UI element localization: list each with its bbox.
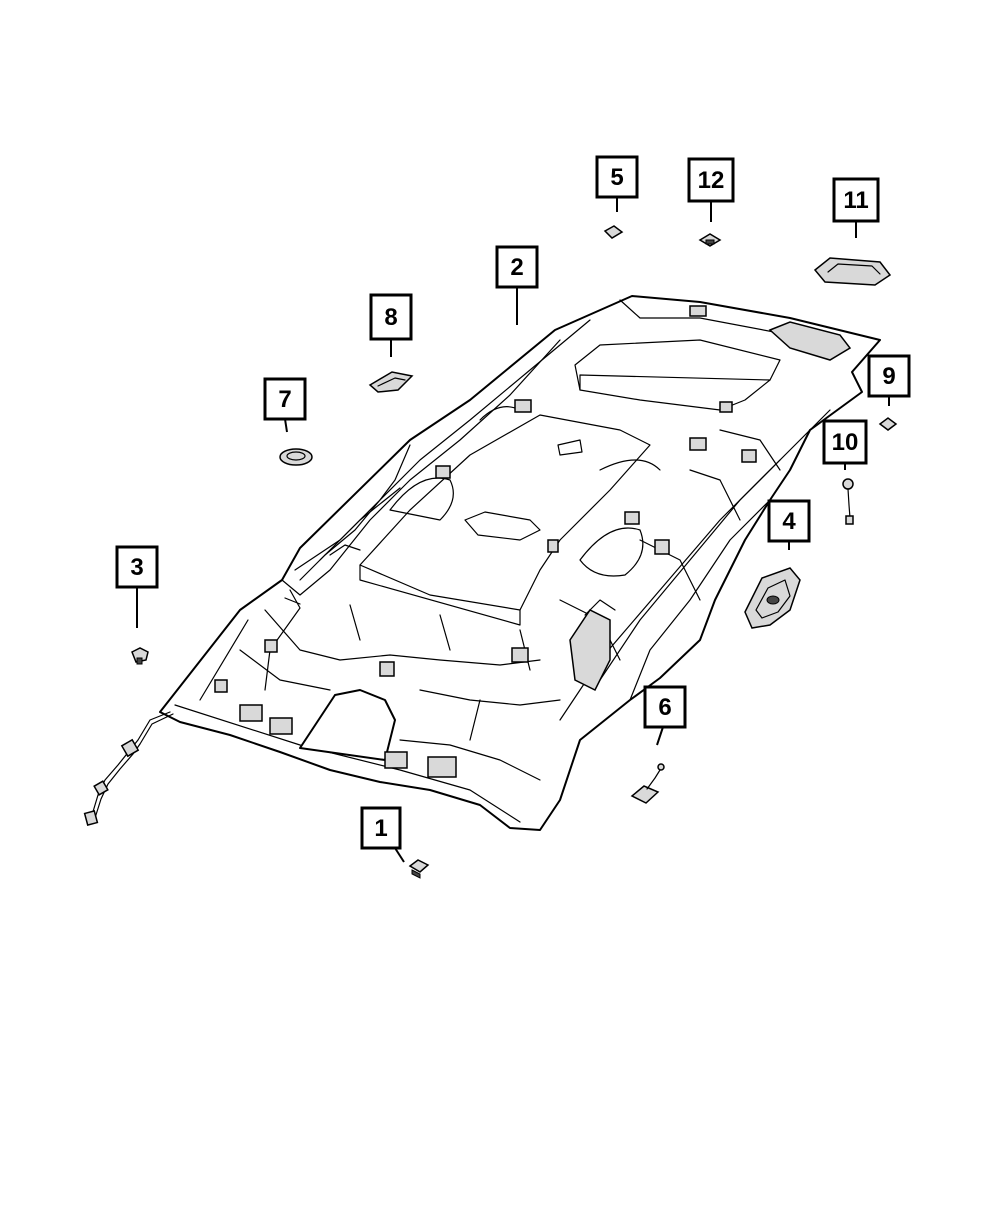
wiring-harness xyxy=(83,711,174,827)
part-11-rear-console[interactable] xyxy=(813,257,892,286)
callout-5-label: 5 xyxy=(610,164,623,191)
part-1-clip[interactable] xyxy=(408,859,430,879)
callout-12[interactable]: 12 xyxy=(687,157,735,203)
callout-9-label: 9 xyxy=(882,363,895,390)
callout-9[interactable]: 9 xyxy=(867,354,911,398)
part-9-clip[interactable] xyxy=(878,417,898,431)
part-6-lamp[interactable] xyxy=(630,763,665,804)
callout-11[interactable]: 11 xyxy=(832,177,880,223)
callout-11-label: 11 xyxy=(843,187,868,214)
callout-1[interactable]: 1 xyxy=(360,806,402,850)
callout-10-label: 10 xyxy=(832,429,859,456)
callout-2[interactable]: 2 xyxy=(495,245,539,289)
callout-7-label: 7 xyxy=(278,386,291,413)
part-8-dome-lamp[interactable] xyxy=(368,371,414,393)
part-12-clip[interactable] xyxy=(698,233,722,247)
callout-12-label: 12 xyxy=(698,167,725,194)
callout-6[interactable]: 6 xyxy=(643,685,687,729)
callout-3-label: 3 xyxy=(130,554,143,581)
part-3-fastener[interactable] xyxy=(131,647,149,665)
part-10-bulb[interactable] xyxy=(842,478,854,525)
part-7-round-lamp[interactable] xyxy=(279,448,313,466)
callout-5[interactable]: 5 xyxy=(595,155,639,199)
part-5-clip[interactable] xyxy=(603,225,624,239)
headliner-panel[interactable] xyxy=(159,295,881,831)
callout-1-label: 1 xyxy=(374,815,387,842)
callout-7[interactable]: 7 xyxy=(263,377,307,421)
callout-6-label: 6 xyxy=(658,694,671,721)
leader-lines xyxy=(136,197,890,863)
callout-3[interactable]: 3 xyxy=(115,545,159,589)
part-4-overhead-console[interactable] xyxy=(744,567,801,629)
callout-8[interactable]: 8 xyxy=(369,293,413,341)
callout-4[interactable]: 4 xyxy=(767,499,811,543)
callout-4-label: 4 xyxy=(782,508,796,535)
callout-2-label: 2 xyxy=(510,254,523,281)
callout-8-label: 8 xyxy=(384,304,397,331)
callout-10[interactable]: 10 xyxy=(822,419,868,465)
